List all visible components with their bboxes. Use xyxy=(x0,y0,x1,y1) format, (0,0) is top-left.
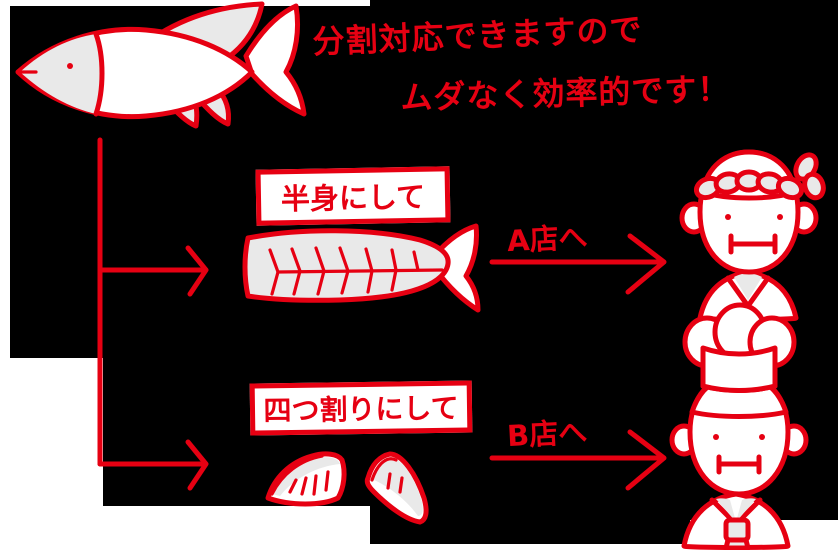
jchef-eye-left xyxy=(725,214,731,220)
wchef-neckerchief-right xyxy=(736,498,756,522)
fish-eye xyxy=(67,63,73,69)
wchef-hat-puffs xyxy=(682,302,797,393)
quarter-piece-right-cuts xyxy=(386,472,404,494)
jchef-lapel xyxy=(734,273,762,300)
fish-tail-fin xyxy=(243,3,307,117)
label-box-half-body: 半身にして xyxy=(255,166,451,226)
label-box-quarter-cut: 四つ割りにして xyxy=(249,380,473,436)
arrow-label-shop-a: A店へ xyxy=(506,219,589,259)
branch-connector xyxy=(97,137,209,491)
wchef-tie-knot xyxy=(723,517,751,543)
wchef-mouth xyxy=(716,454,762,475)
jchef-eye-right xyxy=(777,214,783,220)
half-fish-bones xyxy=(268,246,444,296)
jchef-headband-twist xyxy=(693,169,805,201)
japanese-chef-illustration xyxy=(679,149,826,322)
branch-arrow-upper xyxy=(185,245,209,297)
western-chef-illustration xyxy=(669,302,809,550)
jchef-collar-left xyxy=(725,275,751,309)
quarter-piece-right-skin xyxy=(374,458,423,516)
arrow-to-shop-a xyxy=(489,233,667,295)
jchef-mouth xyxy=(728,233,778,255)
whole-fish-illustration xyxy=(15,1,307,129)
arrow-label-shop-b: B店へ xyxy=(506,414,589,454)
caption-line-2: ムダなく効率的です！ xyxy=(399,69,731,117)
fish-gill-line xyxy=(93,31,105,117)
arrow-to-shop-b xyxy=(489,429,667,491)
wchef-tie xyxy=(723,537,751,550)
wchef-eye-right xyxy=(759,434,765,440)
wchef-eye-left xyxy=(713,434,719,440)
fish-head xyxy=(20,34,102,114)
quarter-piece-left-skin xyxy=(272,457,340,496)
half-fish-illustration xyxy=(242,223,481,313)
half-fish-tail xyxy=(431,223,481,313)
jchef-headband-knot xyxy=(793,152,826,201)
branch-arrow-lower xyxy=(185,439,209,491)
quarter-piece-left-cuts xyxy=(288,470,330,496)
jchef-collar-right xyxy=(745,275,771,309)
wchef-neckerchief-left xyxy=(716,498,736,522)
quarter-pieces-illustration xyxy=(265,451,429,525)
